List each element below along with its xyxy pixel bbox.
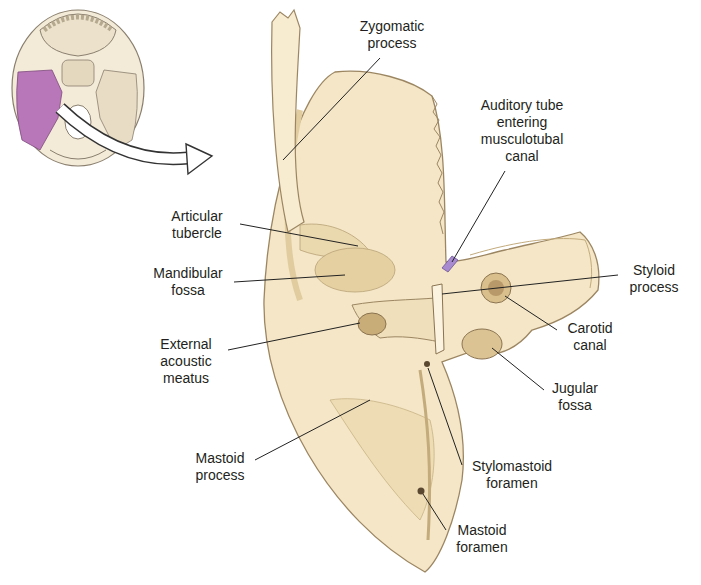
leader-line: [423, 494, 446, 530]
part-label: Mastoid process: [184, 450, 256, 484]
part-label: Styloid process: [619, 262, 689, 296]
part-label: Carotid canal: [555, 320, 625, 354]
pointer-arrow: [60, 108, 212, 174]
label-slot: Mandibular fossa: [144, 265, 232, 299]
skull-inset: [12, 10, 144, 166]
part-label: External acoustic meatus: [147, 336, 225, 387]
label-slot: Auditory tube entering musculotubal cana…: [472, 97, 572, 165]
label-slot: Articular tubercle: [155, 208, 240, 242]
leader-line: [505, 296, 557, 330]
leader-line: [234, 275, 345, 282]
label-slot: Styloid process: [619, 262, 689, 296]
part-label: Stylomastoid foramen: [462, 458, 562, 492]
label-slot: External acoustic meatus: [147, 336, 225, 387]
label-slot: Mastoid foramen: [446, 522, 518, 556]
part-label: Mastoid foramen: [446, 522, 518, 556]
leader-line: [452, 171, 505, 262]
part-label: Auditory tube entering musculotubal cana…: [472, 97, 572, 165]
label-slot: Jugular fossa: [540, 380, 610, 414]
label-slot: Stylomastoid foramen: [462, 458, 562, 492]
temporal-bone: [264, 10, 599, 572]
leader-line: [428, 368, 462, 465]
label-slot: Mastoid process: [184, 450, 256, 484]
part-label: Zygomatic process: [347, 18, 437, 52]
part-label: Mandibular fossa: [144, 265, 232, 299]
leader-line: [240, 224, 358, 246]
leader-line: [283, 58, 380, 160]
label-slot: Zygomatic process: [347, 18, 437, 52]
leader-line: [442, 275, 618, 294]
leader-line: [228, 323, 360, 350]
label-slot: Carotid canal: [555, 320, 625, 354]
leader-line: [255, 400, 370, 460]
part-label: Articular tubercle: [155, 208, 240, 242]
leader-lines: [228, 58, 618, 530]
leader-line: [492, 348, 544, 390]
part-label: Jugular fossa: [540, 380, 610, 414]
